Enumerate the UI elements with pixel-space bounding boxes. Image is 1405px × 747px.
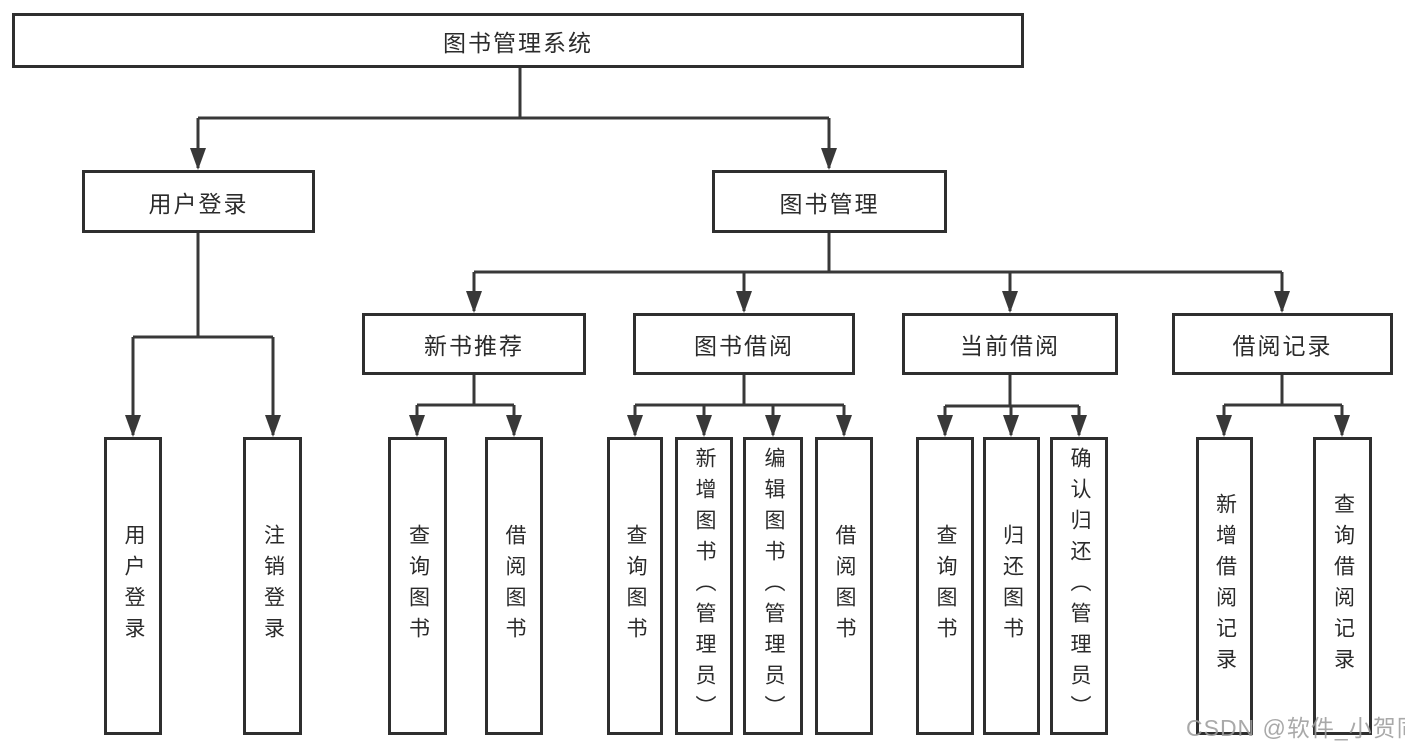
leaf-logout: 注销登录	[243, 437, 302, 735]
leaf-borrow-books-borrow: 借阅图书	[815, 437, 873, 735]
leaf-return-book: 归还图书	[983, 437, 1040, 735]
leaf-borrow-books-borrow-label: 借阅图书	[833, 524, 856, 648]
leaf-add-book-admin-label: 新增图书（管理员）	[693, 446, 716, 726]
node-new-book-recommend-label: 新书推荐	[424, 333, 524, 359]
node-book-borrow-label: 图书借阅	[694, 333, 794, 359]
leaf-query-books-recommend-label: 查询图书	[406, 524, 430, 648]
leaf-add-borrow-record-label: 新增借阅记录	[1213, 493, 1237, 679]
node-current-borrow-label: 当前借阅	[960, 333, 1060, 359]
leaf-user-login-label: 用户登录	[122, 524, 145, 648]
node-user-login: 用户登录	[82, 170, 315, 233]
leaf-edit-book-admin-label: 编辑图书（管理员）	[762, 446, 785, 726]
leaf-logout-label: 注销登录	[261, 524, 285, 648]
node-current-borrow: 当前借阅	[902, 313, 1118, 375]
leaf-query-borrow-record: 查询借阅记录	[1313, 437, 1372, 735]
node-borrow-records: 借阅记录	[1172, 313, 1393, 375]
leaf-borrow-books-recommend: 借阅图书	[485, 437, 543, 735]
leaf-add-book-admin: 新增图书（管理员）	[675, 437, 733, 735]
node-book-management-label: 图书管理	[779, 190, 880, 217]
leaf-borrow-books-recommend-label: 借阅图书	[503, 524, 526, 648]
node-new-book-recommend: 新书推荐	[362, 313, 586, 375]
leaf-query-books-borrow-label: 查询图书	[624, 524, 647, 648]
node-user-login-label: 用户登录	[148, 190, 249, 217]
node-book-management: 图书管理	[712, 170, 947, 233]
node-root: 图书管理系统	[12, 13, 1024, 68]
leaf-confirm-return-admin-label: 确认归还（管理员）	[1068, 446, 1091, 726]
node-book-borrow: 图书借阅	[633, 313, 855, 375]
leaf-confirm-return-admin: 确认归还（管理员）	[1050, 437, 1108, 735]
leaf-query-books-recommend: 查询图书	[388, 437, 447, 735]
leaf-query-books-current-label: 查询图书	[934, 524, 957, 648]
leaf-return-book-label: 归还图书	[1000, 524, 1024, 648]
node-root-label: 图书管理系统	[443, 29, 593, 56]
leaf-user-login: 用户登录	[104, 437, 162, 735]
leaf-add-borrow-record: 新增借阅记录	[1196, 437, 1253, 735]
leaf-edit-book-admin: 编辑图书（管理员）	[743, 437, 803, 735]
leaf-query-books-borrow: 查询图书	[607, 437, 663, 735]
csdn-watermark: CSDN @软件_小贺同学	[1186, 715, 1405, 741]
leaf-query-books-current: 查询图书	[916, 437, 974, 735]
leaf-query-borrow-record-label: 查询借阅记录	[1331, 493, 1355, 679]
node-borrow-records-label: 借阅记录	[1232, 333, 1333, 359]
